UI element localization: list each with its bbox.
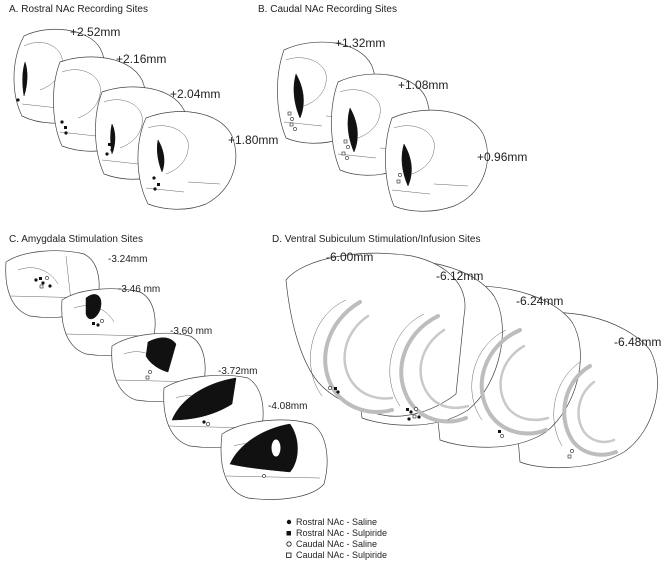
panel-a-level-2: +2.16mm bbox=[116, 52, 166, 66]
legend-item-rostral-sulpiride: Rostral NAc - Sulpiride bbox=[286, 528, 387, 538]
site-marker bbox=[60, 120, 64, 124]
site-marker bbox=[105, 152, 109, 156]
site-marker bbox=[153, 187, 157, 191]
site-marker bbox=[293, 127, 297, 131]
site-marker bbox=[34, 278, 38, 282]
open-square-marker-icon bbox=[286, 552, 292, 558]
site-marker bbox=[328, 386, 332, 390]
panel-c-section-5 bbox=[220, 419, 328, 500]
panel-a-level-1: +2.52mm bbox=[70, 25, 120, 39]
site-marker bbox=[341, 151, 346, 156]
legend-label: Rostral NAc - Sulpiride bbox=[296, 528, 387, 538]
panel-a-level-4: +1.80mm bbox=[228, 133, 278, 147]
site-marker bbox=[108, 143, 111, 146]
panel-b-title: B. Caudal NAc Recording Sites bbox=[258, 4, 397, 15]
filled-square-marker-icon bbox=[286, 531, 291, 536]
site-marker bbox=[157, 183, 160, 186]
site-marker bbox=[148, 370, 152, 374]
panel-d-title: D. Ventral Subiculum Stimulation/Infusio… bbox=[272, 234, 480, 245]
site-marker bbox=[498, 430, 501, 433]
panel-b-level-1: +1.32mm bbox=[335, 36, 385, 50]
legend-item-caudal-sulpiride: Caudal NAc - Sulpiride bbox=[286, 550, 387, 560]
site-marker bbox=[398, 173, 402, 177]
site-marker bbox=[41, 281, 45, 285]
site-marker bbox=[336, 390, 340, 394]
site-marker bbox=[110, 148, 114, 152]
site-marker bbox=[92, 322, 95, 325]
site-marker bbox=[48, 284, 52, 288]
panel-b-level-2: +1.08mm bbox=[398, 78, 448, 92]
site-marker bbox=[570, 449, 574, 453]
site-marker bbox=[152, 176, 156, 180]
legend: Rostral NAc - Saline Rostral NAc - Sulpi… bbox=[286, 517, 387, 560]
site-marker bbox=[500, 434, 504, 438]
panel-c-sites bbox=[34, 276, 266, 478]
site-marker bbox=[202, 420, 206, 424]
panel-b: B. Caudal NAc Recording Sites bbox=[258, 4, 527, 212]
panel-c-level-3: -3.60 mm bbox=[170, 326, 212, 337]
site-marker bbox=[206, 422, 210, 426]
panel-c-title: C. Amygdala Stimulation Sites bbox=[9, 234, 143, 245]
site-marker bbox=[345, 156, 349, 160]
site-marker bbox=[16, 98, 20, 102]
site-marker bbox=[343, 139, 348, 144]
site-marker bbox=[96, 323, 100, 327]
site-marker bbox=[567, 454, 572, 459]
site-marker bbox=[396, 179, 401, 184]
site-marker bbox=[45, 276, 49, 280]
site-marker bbox=[262, 474, 266, 478]
site-marker bbox=[334, 387, 337, 390]
legend-label: Rostral NAc - Saline bbox=[296, 517, 377, 527]
legend-item-rostral-saline: Rostral NAc - Saline bbox=[286, 517, 377, 527]
panel-c-level-5: -4.08mm bbox=[268, 401, 307, 412]
filled-circle-marker-icon bbox=[286, 519, 292, 525]
panel-a-level-3: +2.04mm bbox=[170, 87, 220, 101]
panel-d-sites bbox=[328, 386, 574, 459]
site-marker bbox=[39, 277, 42, 280]
panel-c: C. Amygdala Stimulation Sites bbox=[5, 234, 328, 500]
panel-d-level-2: -6.12mm bbox=[436, 269, 483, 283]
panel-c-level-4: -3.72mm bbox=[218, 366, 257, 377]
panel-b-section-3 bbox=[385, 109, 488, 212]
panel-a-sites bbox=[16, 98, 160, 191]
site-marker bbox=[412, 414, 417, 419]
site-marker bbox=[100, 319, 104, 323]
panel-a-section-4 bbox=[137, 111, 237, 210]
panel-d-level-1: -6.00mm bbox=[326, 250, 373, 264]
site-marker bbox=[414, 407, 418, 411]
legend-label: Caudal NAc - Sulpiride bbox=[296, 550, 387, 560]
legend-label: Caudal NAc - Saline bbox=[296, 539, 377, 549]
site-marker bbox=[406, 408, 409, 411]
site-marker bbox=[39, 284, 44, 289]
panel-d: D. Ventral Subiculum Stimulation/Infusio… bbox=[272, 234, 661, 469]
open-circle-marker-icon bbox=[286, 541, 292, 547]
site-marker bbox=[290, 117, 294, 121]
panel-c-level-1: -3.24mm bbox=[108, 254, 147, 265]
panel-d-section-3 bbox=[471, 328, 550, 436]
panel-b-level-3: +0.96mm bbox=[477, 150, 527, 164]
site-marker bbox=[417, 415, 421, 419]
panel-a: A. Rostral NAc Recording Sites bbox=[9, 4, 278, 210]
panel-a-title: A. Rostral NAc Recording Sites bbox=[9, 4, 148, 15]
panel-d-level-4: -6.48mm bbox=[614, 335, 661, 349]
site-marker bbox=[407, 417, 411, 421]
panel-d-section-1 bbox=[310, 299, 394, 414]
site-marker bbox=[145, 375, 150, 380]
panel-d-section-4 bbox=[553, 361, 618, 457]
site-marker bbox=[64, 126, 67, 129]
site-marker bbox=[64, 131, 68, 135]
site-marker bbox=[346, 145, 350, 149]
panel-c-level-2: -3.46 mm bbox=[118, 284, 160, 295]
panel-d-section-2 bbox=[389, 313, 470, 424]
site-marker bbox=[289, 122, 294, 127]
site-marker bbox=[287, 111, 292, 116]
panel-d-level-3: -6.24mm bbox=[516, 294, 563, 308]
legend-item-caudal-saline: Caudal NAc - Saline bbox=[286, 539, 377, 549]
panel-b-sites bbox=[287, 111, 402, 184]
site-marker bbox=[409, 410, 413, 414]
